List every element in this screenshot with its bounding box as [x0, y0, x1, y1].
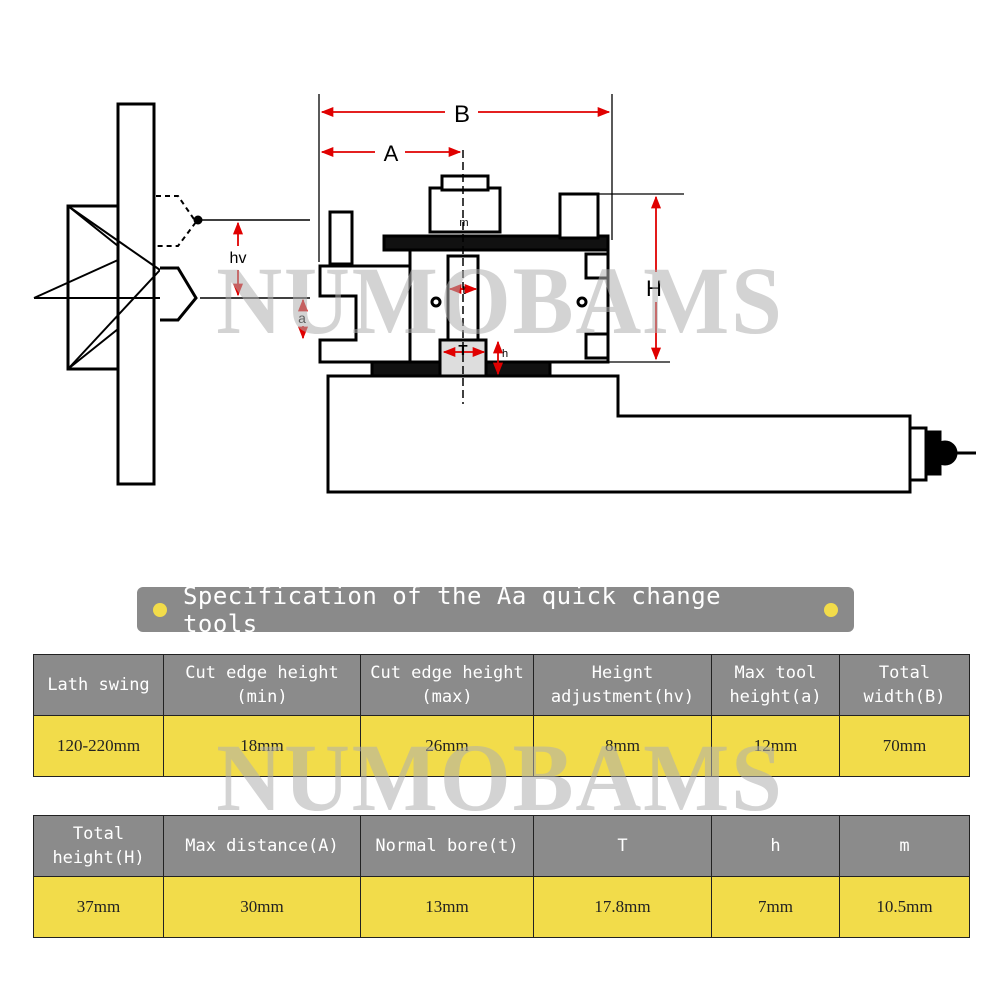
value-cell: 17.8mm: [533, 876, 712, 938]
value-cell: 26mm: [360, 715, 534, 777]
header-cell: h: [711, 815, 840, 877]
header-cell: Total width(B): [839, 654, 970, 716]
spec-table-1: Lath swing Cut edge height (min) Cut edg…: [33, 654, 970, 777]
header-cell: Max distance(A): [163, 815, 361, 877]
table-header-row: Total height(H) Max distance(A) Normal b…: [33, 815, 970, 877]
side-view: [33, 102, 310, 486]
bullet-dot-right: [824, 602, 838, 617]
value-cell: 120-220mm: [33, 715, 164, 777]
label-h: h: [502, 348, 508, 360]
label-m: m: [459, 217, 468, 229]
label-T: T: [458, 342, 467, 359]
spec-table-2: Total height(H) Max distance(A) Normal b…: [33, 815, 970, 938]
value-cell: 18mm: [163, 715, 361, 777]
value-cell: 7mm: [711, 876, 840, 938]
value-cell: 37mm: [33, 876, 164, 938]
tool-post-body: [318, 174, 976, 494]
table-value-row: 120-220mm 18mm 26mm 8mm 12mm 70mm: [33, 715, 970, 777]
header-cell: Heignt adjustment(hv): [533, 654, 712, 716]
table-value-row: 37mm 30mm 13mm 17.8mm 7mm 10.5mm: [33, 876, 970, 938]
label-a: a: [298, 310, 306, 326]
spec-title: Specification of the Aa quick change too…: [182, 581, 722, 638]
value-cell: 13mm: [360, 876, 534, 938]
label-hv: hv: [230, 250, 247, 267]
header-cell: Total height(H): [33, 815, 164, 877]
header-cell: Cut edge height (min): [163, 654, 361, 716]
value-cell: 12mm: [711, 715, 840, 777]
label-H: H: [646, 276, 662, 301]
bullet-dot-left: [153, 602, 167, 617]
extension-lines: [318, 94, 684, 363]
table-header-row: Lath swing Cut edge height (min) Cut edg…: [33, 654, 970, 716]
spec-title-banner: Specification of the Aa quick change too…: [137, 582, 854, 638]
label-t: t: [462, 283, 466, 297]
header-cell: Max tool height(a): [711, 654, 840, 716]
header-cell: Cut edge height (max): [360, 654, 534, 716]
header-cell: Normal bore(t): [360, 815, 534, 877]
label-A: A: [384, 141, 399, 166]
label-B: B: [454, 101, 470, 128]
value-cell: 70mm: [839, 715, 970, 777]
header-cell: Lath swing: [33, 654, 164, 716]
tool-post-diagram: B A H hv a m t T h: [33, 94, 976, 494]
value-cell: 10.5mm: [839, 876, 970, 938]
value-cell: 8mm: [533, 715, 712, 777]
header-cell: T: [533, 815, 712, 877]
dimension-arrows: [232, 106, 662, 376]
value-cell: 30mm: [163, 876, 361, 938]
header-cell: m: [839, 815, 970, 877]
